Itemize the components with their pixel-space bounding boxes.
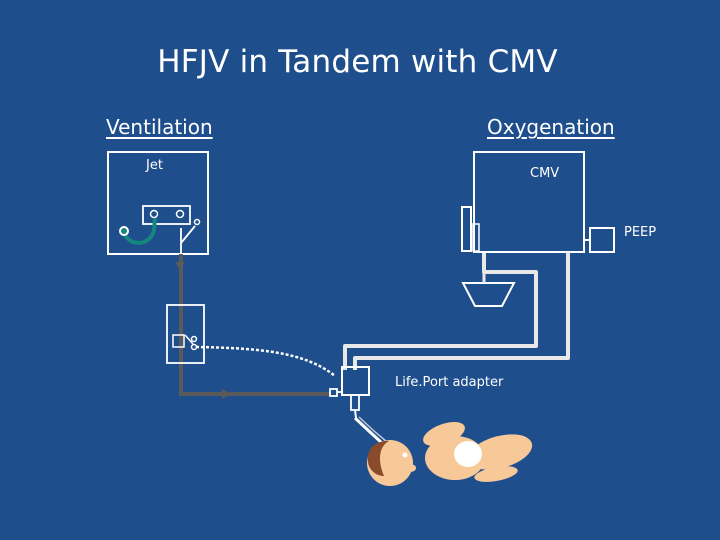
- pressure-monitoring-line: [195, 345, 336, 377]
- cmv-label: CMV: [530, 166, 560, 181]
- slide-title: HFJV in Tandem with CMV: [157, 44, 558, 80]
- ventilation-heading: Ventilation: [106, 115, 213, 139]
- jet-label: Jet: [146, 158, 163, 173]
- humidifier-chamber-icon: [461, 272, 516, 307]
- cmv-ventilator-icon: [461, 151, 615, 253]
- infant-patient-icon: [367, 421, 533, 486]
- jet-connector-hose: [119, 217, 157, 245]
- lifeport-adapter-label: Life.Port adapter: [395, 375, 504, 390]
- jet-tubing: [175, 254, 330, 399]
- jet-ventilator-icon: [107, 151, 209, 255]
- cmv-circuit-tubing: [343, 252, 570, 370]
- peep-label: PEEP: [624, 225, 657, 240]
- pinch-valve-icon: [166, 304, 205, 364]
- oxygenation-heading: Oxygenation: [487, 115, 615, 139]
